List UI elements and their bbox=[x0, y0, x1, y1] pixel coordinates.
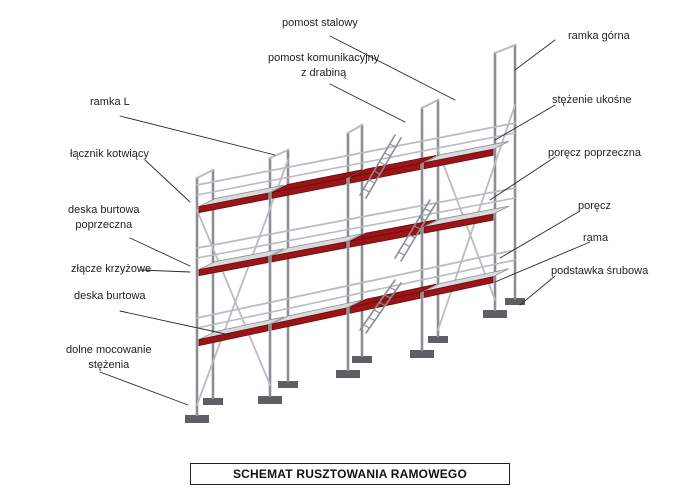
base-plate bbox=[410, 350, 434, 358]
toe-board bbox=[423, 148, 494, 170]
guardrail bbox=[196, 249, 516, 319]
leader-line bbox=[144, 159, 191, 203]
leader-line bbox=[514, 39, 556, 71]
base-plate bbox=[505, 298, 525, 305]
leader-line bbox=[329, 35, 456, 101]
frame-top-bar bbox=[347, 124, 363, 134]
ladder-rung bbox=[362, 188, 371, 193]
guardrail bbox=[196, 197, 516, 259]
label-lacznik-kotwiacy: łącznik kotwiący bbox=[70, 148, 149, 160]
label-deska-burtowa-poprzeczna-line2: poprzeczna bbox=[75, 219, 133, 231]
guardrail bbox=[196, 122, 516, 186]
ladder-rung bbox=[389, 143, 397, 148]
ladder-rung bbox=[403, 242, 411, 248]
access-deck bbox=[349, 155, 437, 178]
label-deska-burtowa-poprzeczna: deska burtowa poprzeczna bbox=[68, 203, 140, 233]
toe-board bbox=[198, 192, 269, 214]
frame-top-bar bbox=[421, 99, 439, 109]
ladder-rail bbox=[359, 134, 396, 196]
base-plate bbox=[336, 370, 360, 378]
ladder-rail bbox=[400, 202, 437, 262]
base-plate bbox=[258, 396, 282, 404]
leader-line bbox=[494, 104, 556, 141]
base-plate bbox=[428, 336, 448, 343]
frame-top-bar bbox=[196, 169, 214, 179]
leader-line bbox=[329, 83, 406, 123]
ladder-rail bbox=[359, 279, 396, 331]
leader-line bbox=[139, 269, 191, 273]
label-ramka-l: ramka L bbox=[90, 96, 130, 108]
toe-board bbox=[198, 324, 269, 347]
frame-top-bar bbox=[269, 149, 289, 159]
ladder-rung bbox=[389, 286, 397, 292]
label-pomost-komunikacyjny-line1: pomost komunikacyjny bbox=[268, 52, 380, 64]
ladder-rung bbox=[424, 208, 432, 213]
toe-board bbox=[423, 213, 494, 234]
ladder-rung bbox=[368, 179, 376, 184]
label-pomost-komunikacyjny: pomost komunikacyjny z drabiną bbox=[268, 51, 379, 81]
base-plate bbox=[483, 310, 507, 318]
access-deck bbox=[271, 169, 363, 193]
leader-line bbox=[99, 371, 189, 406]
ladder-rung bbox=[373, 309, 381, 314]
label-podstawka-srubowa: podstawka śrubowa bbox=[551, 265, 649, 277]
leader-line bbox=[489, 156, 556, 201]
ladder-rung bbox=[373, 170, 381, 175]
label-pomost-komunikacyjny-line2: z drabiną bbox=[301, 67, 347, 79]
ladder-rail bbox=[365, 282, 402, 334]
label-ramka-gorna: ramka górna bbox=[568, 30, 630, 42]
base-plate bbox=[278, 381, 298, 388]
base-plate bbox=[203, 398, 223, 405]
base-plate bbox=[185, 415, 209, 423]
ladder-rung bbox=[383, 294, 392, 299]
ladder-rung bbox=[378, 301, 386, 307]
ladder-rung bbox=[397, 251, 406, 256]
ladder-rung bbox=[413, 225, 421, 230]
diagram-title-box: SCHEMAT RUSZTOWANIA RAMOWEGO bbox=[190, 463, 510, 485]
guardrail bbox=[196, 132, 516, 196]
label-rama: rama bbox=[583, 232, 609, 244]
guardrail bbox=[196, 187, 516, 249]
label-porecz-poprzeczna: poręcz poprzeczna bbox=[548, 147, 641, 159]
label-pomost-stalowy: pomost stalowy bbox=[282, 17, 358, 29]
leader-line bbox=[519, 275, 556, 306]
label-zlacze-krzyzowe: złącze krzyżowe bbox=[71, 263, 152, 275]
ladder-rung bbox=[408, 234, 416, 239]
ladder-rung bbox=[418, 216, 427, 221]
ladder-rail bbox=[365, 137, 402, 199]
label-deska-burtowa-poprzeczna-line1: deska burtowa bbox=[68, 204, 140, 216]
label-porecz: poręcz bbox=[578, 200, 612, 212]
toe-board bbox=[423, 276, 494, 298]
guardrail bbox=[196, 259, 516, 329]
label-dolne-mocowanie-line1: dolne mocowanie bbox=[66, 344, 152, 356]
ladder-rail bbox=[394, 199, 431, 259]
frame-top-bar bbox=[494, 44, 516, 54]
diagram-title: SCHEMAT RUSZTOWANIA RAMOWEGO bbox=[232, 467, 468, 481]
ladder-rung bbox=[368, 316, 376, 322]
toe-board bbox=[271, 307, 347, 331]
diagonal-brace bbox=[196, 159, 289, 406]
diagonal-brace bbox=[196, 209, 271, 386]
leader-line bbox=[494, 241, 591, 283]
ladder-rung bbox=[383, 152, 392, 157]
ladder-rung bbox=[362, 324, 371, 329]
leader-line bbox=[119, 115, 276, 156]
base-plate bbox=[352, 356, 372, 363]
label-stezenie-ukosne: stężenie ukośne bbox=[552, 94, 632, 106]
leader-line bbox=[129, 237, 191, 267]
ladder-rung bbox=[378, 161, 386, 166]
toe-board bbox=[271, 241, 347, 263]
label-deska-burtowa: deska burtowa bbox=[74, 290, 146, 302]
toe-board bbox=[198, 256, 269, 277]
label-dolne-mocowanie: dolne mocowanie stężenia bbox=[66, 343, 152, 373]
leader-line bbox=[499, 210, 581, 259]
label-dolne-mocowanie-line2: stężenia bbox=[88, 359, 130, 371]
leader-line bbox=[119, 310, 231, 336]
